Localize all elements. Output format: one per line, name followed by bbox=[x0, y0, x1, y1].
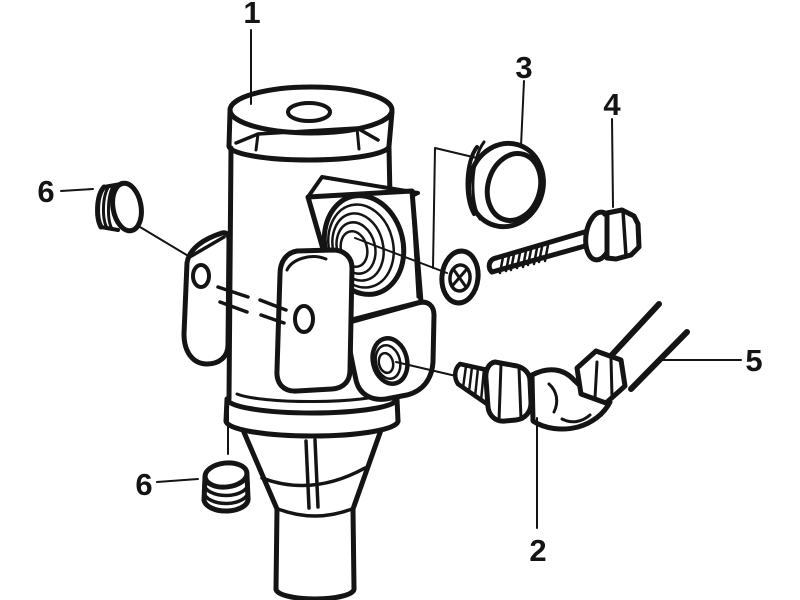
plug-lower bbox=[201, 460, 251, 514]
bracket-outline bbox=[181, 230, 232, 367]
bolt-shaft-top bbox=[493, 228, 591, 261]
plug-thread bbox=[107, 183, 116, 231]
nut-facet bbox=[593, 360, 599, 400]
mounting-bracket bbox=[181, 230, 232, 367]
hex-right-edge bbox=[386, 109, 395, 149]
pipe-left-edge bbox=[273, 506, 280, 592]
lever-hole bbox=[293, 304, 315, 334]
elbow-shading bbox=[547, 382, 559, 414]
seal-ring bbox=[465, 140, 546, 230]
callout-6-lower: 6 bbox=[135, 467, 152, 502]
ring-groove bbox=[471, 140, 486, 221]
hex-facet-corner bbox=[254, 132, 260, 152]
cone-seam bbox=[260, 466, 367, 488]
cone-rib bbox=[313, 438, 320, 509]
ring-bore bbox=[484, 151, 544, 223]
plug-thread bbox=[202, 481, 250, 498]
pipe-top-seam bbox=[276, 507, 354, 518]
leader-washer-to-port bbox=[354, 237, 448, 274]
hex-facet-corner bbox=[355, 126, 361, 151]
hex-facet-edge bbox=[234, 126, 380, 145]
leader-elbow-to-port bbox=[395, 361, 457, 377]
hose-top-edge bbox=[606, 301, 662, 361]
front-lever bbox=[274, 247, 355, 394]
washer-cross bbox=[451, 268, 468, 287]
leader-4 bbox=[611, 118, 614, 208]
leader-6-upper bbox=[60, 188, 94, 192]
block-edge-highlight bbox=[410, 192, 420, 299]
nut-facet bbox=[609, 356, 614, 399]
top-port-hole bbox=[286, 101, 332, 123]
washer-inner bbox=[448, 263, 472, 293]
pipe-bottom-edge bbox=[273, 586, 357, 600]
collar-right-edge bbox=[394, 396, 401, 424]
leader-6-lower bbox=[156, 478, 199, 483]
body-top-face bbox=[227, 84, 395, 136]
hose-bottom-edge bbox=[628, 329, 690, 392]
plug-face bbox=[202, 460, 250, 490]
plug-thread bbox=[102, 184, 111, 230]
hex-bottom-arc bbox=[226, 143, 392, 163]
elbow-nut-hose bbox=[574, 348, 628, 406]
callout-5: 5 bbox=[745, 343, 762, 378]
hex-left-edge bbox=[226, 109, 233, 149]
callout-1: 1 bbox=[243, 0, 260, 30]
hose bbox=[606, 301, 690, 392]
plug-back-arc bbox=[95, 184, 107, 230]
cone-left-edge bbox=[240, 427, 280, 512]
collar-left-edge bbox=[223, 396, 230, 424]
callout-labels: 1 2 3 4 5 6 6 bbox=[37, 0, 762, 568]
bolt-thread-hatching bbox=[498, 243, 550, 275]
collar-top-edge bbox=[224, 396, 400, 416]
port-lower-threads bbox=[374, 344, 402, 380]
nut-facet bbox=[497, 362, 503, 423]
bolt-tip bbox=[486, 255, 499, 275]
cone-rib bbox=[304, 439, 311, 510]
lock-washer bbox=[439, 248, 481, 306]
elbow-fitting bbox=[453, 348, 628, 432]
callout-6-upper: 6 bbox=[37, 174, 54, 209]
callout-3: 3 bbox=[515, 50, 532, 85]
plug-bottom-edge bbox=[99, 225, 120, 232]
bolt-head-facet bbox=[621, 209, 628, 258]
leader-lines bbox=[60, 29, 742, 529]
bracket-hole bbox=[191, 263, 211, 289]
valve-body bbox=[223, 84, 401, 600]
nut-facet bbox=[517, 366, 523, 421]
elbow-nut-inner bbox=[483, 359, 534, 424]
leader-3 bbox=[520, 80, 525, 147]
ring-groove bbox=[465, 145, 479, 216]
callout-4: 4 bbox=[603, 87, 621, 122]
plug-face bbox=[110, 180, 144, 234]
elbow-shading bbox=[560, 413, 592, 424]
plug-thread bbox=[202, 489, 250, 506]
cone-right-edge bbox=[350, 427, 384, 512]
socket-bolt bbox=[486, 207, 642, 275]
collar-bottom-edge bbox=[223, 418, 401, 439]
plug-upper bbox=[91, 180, 144, 234]
leader-6-upper-to-bracket bbox=[139, 226, 191, 258]
lever-shading bbox=[285, 255, 328, 272]
hidden-bore-dashes bbox=[216, 285, 288, 325]
pipe-right-edge bbox=[350, 506, 357, 592]
leader-3-to-bore bbox=[432, 147, 478, 269]
bracket-top-edge bbox=[186, 235, 226, 260]
callout-2: 2 bbox=[529, 533, 546, 568]
plug-bottom-arc bbox=[201, 495, 251, 514]
